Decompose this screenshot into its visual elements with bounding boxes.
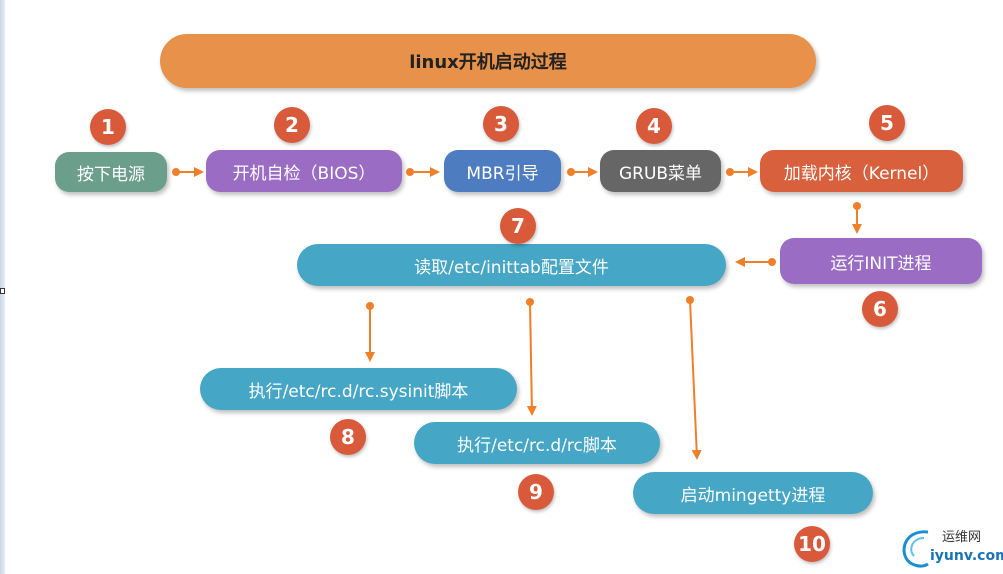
arrow-6-7 <box>735 257 776 267</box>
step-power-on: 按下电源 <box>55 152 167 192</box>
resize-handle[interactable] <box>0 288 5 294</box>
step-number-8: 8 <box>330 419 366 455</box>
step-run-init: 运行INIT进程 <box>780 238 982 284</box>
step-load-kernel: 加载内核（Kernel） <box>760 150 963 192</box>
arrow-3-4 <box>567 167 598 177</box>
step-number-3: 3 <box>483 106 519 142</box>
step-mingetty: 启动mingetty进程 <box>633 472 873 514</box>
step-mbr-boot: MBR引导 <box>444 150 561 192</box>
step-number-10: 10 <box>794 526 830 562</box>
arrow-1-2 <box>172 167 204 177</box>
diagram-title: linux开机启动过程 <box>160 34 816 88</box>
site-logo: 运维网 iyunv.com <box>898 524 1003 570</box>
step-number-2: 2 <box>274 107 310 143</box>
step-number-5: 5 <box>869 105 905 141</box>
step-number-9: 9 <box>518 474 554 510</box>
step-number-7: 7 <box>500 208 536 244</box>
logo-text-domain: iyunv.com <box>930 548 1003 564</box>
step-number-4: 4 <box>636 108 672 144</box>
logo-text-cn: 运维网 <box>942 530 982 545</box>
step-number-1: 1 <box>90 109 126 145</box>
arrow-5-6 <box>852 202 862 234</box>
logo-swirl-icon <box>902 530 929 568</box>
step-read-inittab: 读取/etc/inittab配置文件 <box>297 244 726 286</box>
arrow-7-8 <box>365 302 375 362</box>
step-bios-post: 开机自检（BIOS） <box>206 150 402 192</box>
arrow-2-3 <box>406 167 440 177</box>
step-rc-script: 执行/etc/rc.d/rc脚本 <box>414 422 660 464</box>
arrow-7-10 <box>686 296 702 460</box>
step-number-6: 6 <box>862 291 898 327</box>
step-grub-menu: GRUB菜单 <box>600 150 721 192</box>
step-rc-sysinit: 执行/etc/rc.d/rc.sysinit脚本 <box>200 368 517 410</box>
arrow-7-9 <box>526 298 537 416</box>
left-rail <box>0 0 5 574</box>
arrow-4-5 <box>726 167 758 177</box>
